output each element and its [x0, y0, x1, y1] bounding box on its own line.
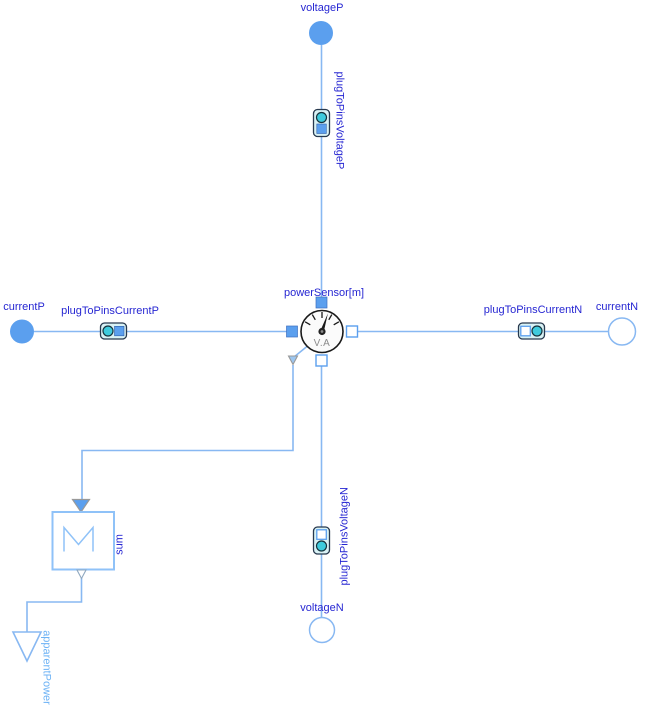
plug-square-icon — [316, 123, 327, 134]
plug-to-pins-currentn-component[interactable] — [517, 322, 546, 340]
sum-block-component[interactable] — [51, 498, 115, 580]
currentp-pin-icon[interactable] — [10, 319, 34, 344]
sum-output-connector-icon — [76, 569, 87, 580]
plugtopinsvoltagep-label: plugToPinsVoltageP — [333, 71, 346, 170]
connection-sensor-sum[interactable] — [81, 365, 294, 499]
plugtopinscurrentn-label: plugToPinsCurrentN — [483, 304, 583, 316]
power-sensor-component[interactable] — [286, 296, 359, 367]
gauge-unit-label: V.A — [313, 338, 331, 349]
sensor-plug-left-icon — [286, 325, 298, 338]
sensor-plug-right-icon — [345, 325, 359, 338]
plugtopinsvoltagen-label: plugToPinsVoltageN — [338, 487, 351, 586]
plug-square-icon — [520, 325, 531, 337]
pin-circle-icon — [315, 111, 328, 124]
plug-to-pins-voltagep-component[interactable] — [312, 108, 331, 138]
currentn-pin-icon[interactable] — [607, 317, 637, 346]
powersensor-label: powerSensor[m] — [283, 287, 365, 299]
voltagep-pin-icon[interactable] — [309, 21, 333, 45]
sensor-plug-bottom-icon — [315, 354, 328, 367]
currentp-label: currentP — [3, 301, 45, 313]
pin-circle-icon — [531, 325, 543, 337]
plug-square-icon — [114, 325, 125, 337]
sum-label: sum — [113, 534, 126, 555]
currentn-label: currentN — [595, 301, 639, 313]
connection-sum-apparentpower[interactable] — [26, 578, 83, 632]
voltagen-pin-icon[interactable] — [308, 616, 336, 644]
plug-to-pins-voltagen-component[interactable] — [312, 526, 331, 555]
gauge-needle-icon — [320, 313, 328, 333]
voltagen-label: voltageN — [300, 602, 344, 614]
sum-block-body — [51, 511, 115, 571]
voltagep-label: voltageP — [300, 2, 344, 14]
connection-sensor-output-diagonal[interactable] — [293, 345, 309, 358]
plug-to-pins-currentp-component[interactable] — [99, 322, 128, 340]
apparentpower-output-connector-icon[interactable] — [11, 631, 43, 663]
plugtopinscurrentp-label: plugToPinsCurrentP — [61, 305, 159, 317]
plug-square-icon — [316, 529, 327, 540]
sensor-output-connector-icon — [287, 355, 299, 366]
sum-input-connector-icon — [71, 498, 91, 514]
sensor-plug-top-icon — [315, 296, 328, 309]
pin-circle-icon — [102, 325, 114, 337]
apparentpower-label: apparentPower — [40, 630, 53, 705]
gauge-ticks-icon — [304, 312, 340, 326]
sum-sigma-icon — [63, 525, 94, 552]
pin-circle-icon — [315, 540, 328, 552]
gauge-hub-center-icon — [320, 330, 324, 333]
